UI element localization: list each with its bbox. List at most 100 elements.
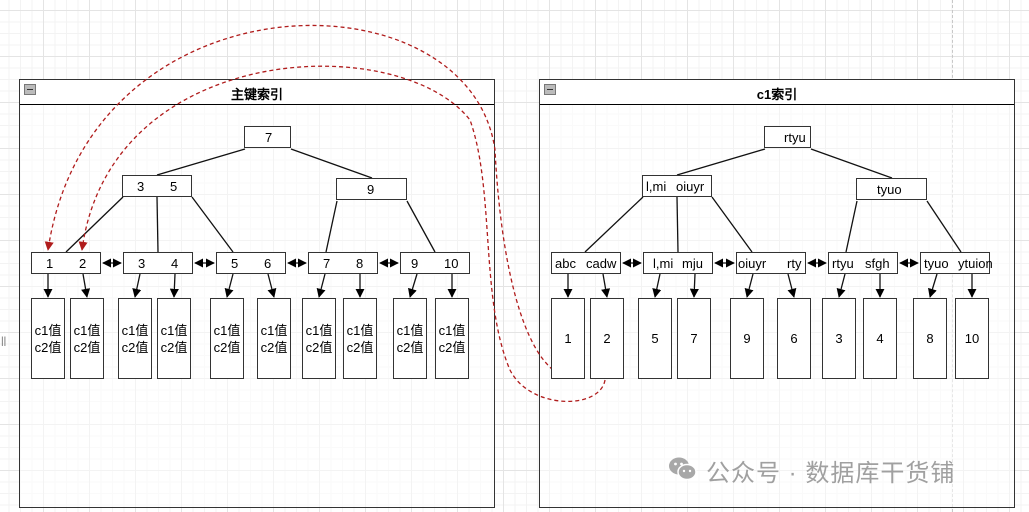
node-key: 9 — [411, 256, 419, 271]
node-key: 10 — [444, 256, 459, 271]
node-key: l,mi — [646, 179, 667, 194]
record-line: c1值 — [346, 322, 374, 338]
collapse-icon[interactable] — [24, 84, 36, 95]
record-line: c2值 — [121, 339, 149, 355]
record-line: c2值 — [396, 339, 424, 355]
node-key: 5 — [231, 256, 239, 271]
record-line: c1值 — [213, 322, 241, 338]
record-line: c1值 — [305, 322, 333, 338]
record-line: c1值 — [121, 322, 149, 338]
record-line: c2值 — [346, 339, 374, 355]
node-key: 6 — [264, 256, 272, 271]
node-key: 3 — [137, 179, 145, 194]
node-key: 7 — [265, 130, 273, 145]
leaf-node[interactable]: rtyu sfgh — [828, 252, 898, 274]
primary-key-cell[interactable]: 1 — [551, 298, 585, 379]
node-key: cadw — [586, 256, 617, 271]
node-key: 5 — [170, 179, 178, 194]
node-key: rty — [787, 256, 802, 271]
leaf-node[interactable]: 9 10 — [400, 252, 470, 274]
primary-key-cell[interactable]: 2 — [590, 298, 624, 379]
leaf-node[interactable]: oiuyr rty — [736, 252, 806, 274]
node-key: 8 — [356, 256, 364, 271]
panel-title: 主键索引 — [230, 87, 283, 102]
internal-node[interactable]: tyuo — [856, 178, 927, 200]
root-node[interactable]: 7 — [244, 126, 291, 148]
record-line: c2值 — [305, 339, 333, 355]
record-line: c1值 — [160, 322, 188, 338]
internal-node[interactable]: l,mi oiuyr — [642, 175, 712, 197]
panel-header: c1索引 — [540, 80, 1014, 105]
record-line: c2值 — [160, 339, 188, 355]
node-key: sfgh — [865, 256, 890, 271]
record-line: 10 — [964, 331, 980, 346]
node-key: 1 — [46, 256, 54, 271]
record-line: c2值 — [213, 339, 241, 355]
node-key: abc — [555, 256, 576, 271]
node-key: mju — [682, 256, 703, 271]
side-marker: || — [1, 336, 7, 347]
record-line: c2值 — [34, 339, 62, 355]
panel-header: 主键索引 — [20, 80, 494, 105]
primary-key-cell[interactable]: 7 — [677, 298, 711, 379]
primary-key-cell[interactable]: 8 — [913, 298, 947, 379]
record-line: 2 — [603, 331, 611, 346]
primary-key-cell[interactable]: 3 — [822, 298, 856, 379]
node-key: oiuyr — [676, 179, 705, 194]
watermark-text: 公众号 · 数据库干货铺 — [706, 460, 956, 487]
primary-key-cell[interactable]: 6 — [777, 298, 811, 379]
internal-node[interactable]: 9 — [336, 178, 407, 200]
record-line: 1 — [564, 331, 572, 346]
node-key: 4 — [171, 256, 179, 271]
primary-key-cell[interactable]: 9 — [730, 298, 764, 379]
primary-key-cell[interactable]: 5 — [638, 298, 672, 379]
record-line: c1值 — [260, 322, 288, 338]
record-line: c2值 — [73, 339, 101, 355]
record-line: 7 — [690, 331, 698, 346]
record-line: 9 — [743, 331, 751, 346]
node-key: ytuion — [958, 256, 993, 271]
record-line: c1值 — [438, 322, 466, 338]
record-line: c2值 — [260, 339, 288, 355]
node-key: tyuo — [924, 256, 949, 271]
record-line: c1值 — [73, 322, 101, 338]
record-line: c1值 — [396, 322, 424, 338]
panel-title: c1索引 — [756, 87, 798, 102]
record-line: c2值 — [438, 339, 466, 355]
node-key: oiuyr — [738, 256, 767, 271]
primary-key-cell[interactable]: 4 — [863, 298, 897, 379]
record-line: 8 — [926, 331, 934, 346]
node-key: rtyu — [832, 256, 854, 271]
leaf-node[interactable]: l,mi mju — [643, 252, 713, 274]
node-key: l,mi — [653, 256, 674, 271]
record-line: c1值 — [34, 322, 62, 338]
root-node[interactable]: rtyu — [764, 126, 811, 148]
leaf-node[interactable]: tyuo ytuion — [920, 252, 993, 274]
node-key: 9 — [367, 182, 375, 197]
record-line: 3 — [835, 331, 843, 346]
c1-index-panel[interactable]: c1索引 — [539, 79, 1015, 508]
record-line: 6 — [790, 331, 798, 346]
node-key: 2 — [79, 256, 87, 271]
node-key: rtyu — [784, 130, 806, 145]
record-line: 4 — [876, 331, 884, 346]
wechat-icon — [668, 456, 698, 482]
primary-key-cell[interactable]: 10 — [955, 298, 989, 379]
record-line: 5 — [651, 331, 659, 346]
